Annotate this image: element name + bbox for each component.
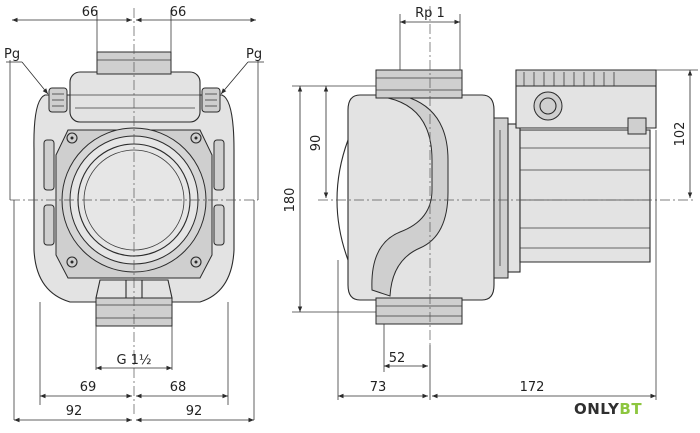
- dim-label-90: 90: [309, 135, 324, 152]
- side-volute-spiral: [371, 97, 449, 297]
- side-top-inlet: [375, 69, 463, 99]
- watermark-text-dark: ONLY: [574, 400, 620, 418]
- watermark-text-accent: BT: [619, 400, 642, 418]
- front-top-head: [69, 71, 201, 123]
- dim-label-66-right: 66: [170, 5, 187, 20]
- dim-label-69: 69: [80, 380, 97, 395]
- front-view: [10, 8, 258, 415]
- side-bottom-outlet: [375, 297, 463, 325]
- dim-label-52: 52: [389, 351, 406, 366]
- side-motor-flange: [493, 117, 509, 279]
- dim-label-73: 73: [370, 380, 387, 395]
- dim-label-92-right: 92: [186, 404, 203, 419]
- svg-text:ONLYBT: ONLYBT: [574, 400, 642, 418]
- dimension-labels: 66 66 Pg Pg Rp 1 G 1½ 69 68 92 92 180 90…: [4, 5, 688, 419]
- g-thread-label: G 1½: [116, 353, 151, 368]
- dim-label-102: 102: [673, 122, 688, 147]
- dim-label-180: 180: [283, 188, 298, 213]
- side-volute-housing: [347, 94, 495, 301]
- front-dimensions: [6, 10, 264, 423]
- pg-label-right: Pg: [246, 47, 262, 62]
- dim-label-172: 172: [520, 380, 545, 395]
- dim-label-68: 68: [170, 380, 187, 395]
- front-screws: [66, 132, 202, 268]
- pg-label-left: Pg: [4, 47, 20, 62]
- side-dimensions: [292, 14, 698, 400]
- dim-label-92-left: 92: [66, 404, 83, 419]
- dim-label-66-left: 66: [82, 5, 99, 20]
- onlybt-watermark: ONLYBT: [574, 400, 642, 418]
- side-motor-body: [519, 129, 651, 263]
- side-view: [318, 6, 696, 345]
- speed-selector-knob: [533, 91, 563, 121]
- side-cable-gland: [627, 117, 647, 135]
- rp-label: Rp 1: [415, 6, 445, 21]
